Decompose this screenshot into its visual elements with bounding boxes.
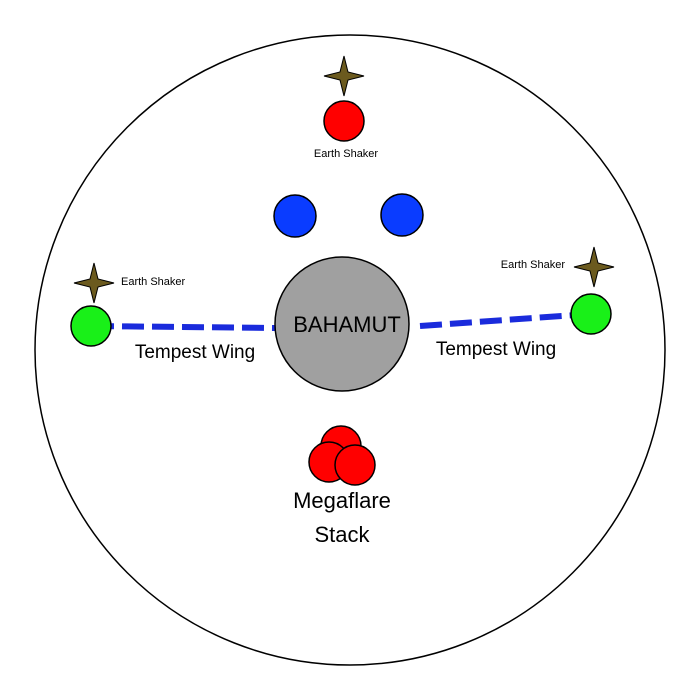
player-green-right <box>570 293 612 335</box>
earth-shaker-marker-right <box>573 246 615 288</box>
earth-shaker-marker-top <box>323 55 365 97</box>
player-red-top <box>323 100 365 142</box>
tempest-wing-label-left: Tempest Wing <box>135 342 255 363</box>
player-blue-left <box>273 194 317 238</box>
bahamut-label: BAHAMUT <box>293 312 401 337</box>
tempest-wing-label-right: Tempest Wing <box>436 339 556 360</box>
megaflare-label-line1: Megaflare <box>293 488 391 513</box>
player-green-left <box>70 305 112 347</box>
earth-shaker-label-left: Earth Shaker <box>121 276 186 288</box>
earth-shaker-label-top: Earth Shaker <box>314 148 379 160</box>
earth-shaker-label-right: Earth Shaker <box>501 259 566 271</box>
earth-shaker-marker-left <box>73 262 115 304</box>
tempest-wing-tether-left <box>91 323 277 331</box>
player-red-stack-right <box>334 444 376 486</box>
bahamut-boss <box>274 256 410 392</box>
megaflare-label-line2: Stack <box>314 522 370 547</box>
player-blue-right <box>380 193 424 237</box>
